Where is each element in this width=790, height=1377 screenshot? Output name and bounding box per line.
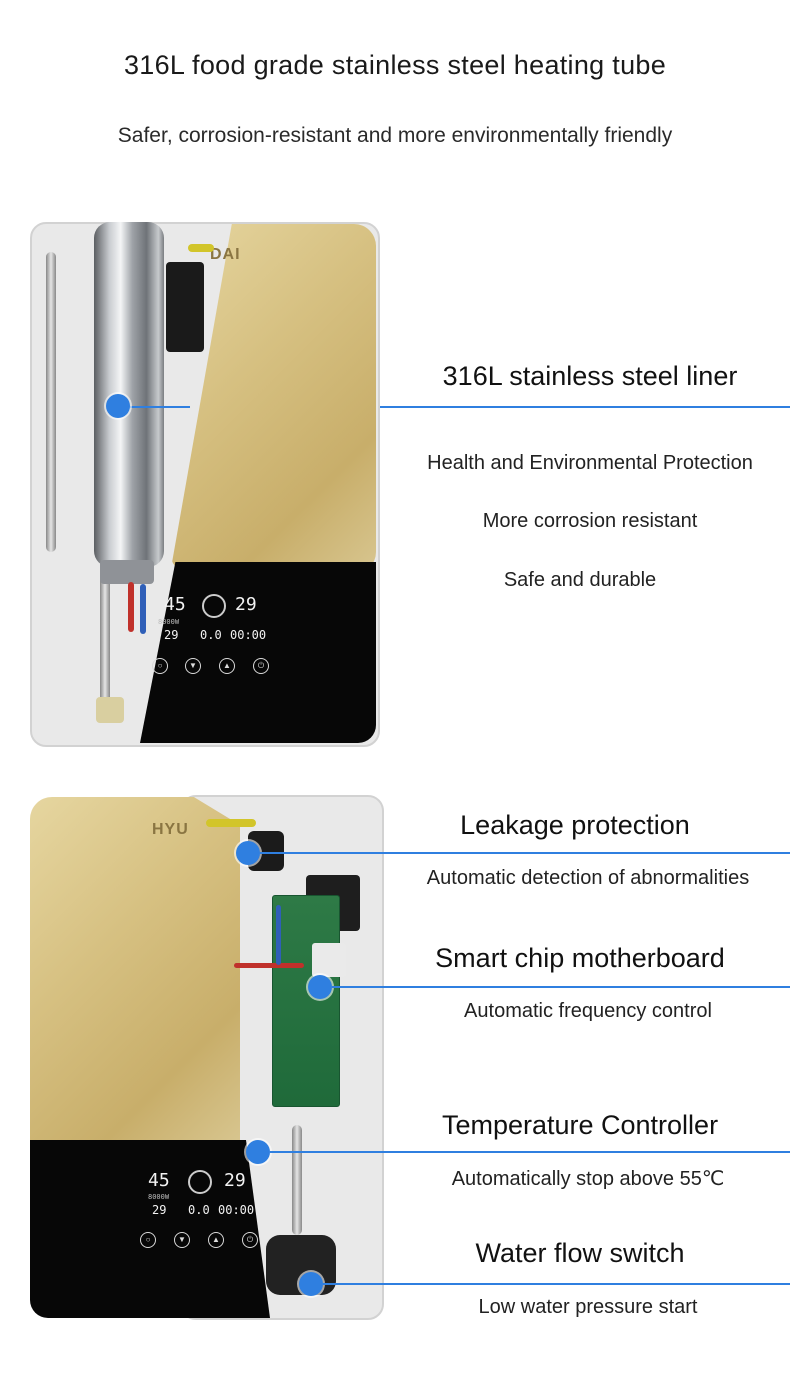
down-arrow-icon[interactable]: ▼ xyxy=(185,658,201,674)
callout-line-liner-right xyxy=(380,406,790,408)
yellow-green-wire-2 xyxy=(206,819,256,827)
callout-line-liner xyxy=(118,406,190,408)
black-control-panel xyxy=(140,562,376,743)
liner-point-3: Safe and durable xyxy=(503,569,657,591)
black-control-panel-2 xyxy=(30,1140,270,1318)
circle-icon-2[interactable]: ○ xyxy=(140,1232,156,1248)
liner-point-1: Health and Environmental Protection xyxy=(427,452,753,474)
display2-watts: 8000W xyxy=(148,1193,170,1201)
fan-icon xyxy=(202,594,226,618)
down-arrow-icon-2[interactable]: ▼ xyxy=(174,1232,190,1248)
yellow-green-wire xyxy=(188,244,214,252)
heater-image-2: HYU 45 29 8000W 29 0.0 00:00 ○ ▼ ▲ ⏻ xyxy=(30,795,385,1320)
desc-motherboard: Automatic frequency control xyxy=(464,1000,712,1022)
page-title: 316L food grade stainless steel heating … xyxy=(123,50,667,80)
brand-logo-2: HYU xyxy=(152,821,189,838)
display2-sub-mid: 0.0 xyxy=(188,1203,210,1217)
callout-line-flow xyxy=(323,1283,790,1285)
display2-temp-left: 45 xyxy=(148,1170,170,1191)
heater-image-1: DAI 45 29 8000W 29 0.0 00:00 ○ ▼ ▲ ⏻ xyxy=(30,222,380,747)
display-watts: 8000W xyxy=(158,618,180,626)
desc-flow: Low water pressure start xyxy=(478,1296,698,1318)
callout-dot-temperature xyxy=(246,1140,270,1164)
power-icon-2[interactable]: ⏻ xyxy=(242,1232,258,1248)
heading-liner: 316L stainless steel liner xyxy=(442,361,738,391)
up-arrow-icon[interactable]: ▲ xyxy=(219,658,235,674)
callout-dot-flow xyxy=(299,1272,323,1296)
callout-line-temperature xyxy=(270,1151,790,1153)
fan-icon-2 xyxy=(188,1170,212,1194)
display-temp-left: 45 xyxy=(164,594,186,615)
power-icon[interactable]: ⏻ xyxy=(253,658,269,674)
display-sub-mid: 0.0 xyxy=(200,628,222,642)
pipe-fitting xyxy=(96,697,124,723)
heading-leakage: Leakage protection xyxy=(460,810,690,840)
heading-motherboard: Smart chip motherboard xyxy=(435,943,725,973)
display2-sub-right: 00:00 xyxy=(218,1203,255,1217)
pcb-motherboard xyxy=(272,895,340,1107)
page-subtitle: Safer, corrosion-resistant and more envi… xyxy=(117,124,673,147)
callout-line-leakage xyxy=(260,852,790,854)
stainless-steel-heating-tube xyxy=(94,222,164,567)
display-temp-right: 29 xyxy=(235,594,257,615)
display2-temp-right: 29 xyxy=(224,1170,246,1191)
heading-flow: Water flow switch xyxy=(475,1238,685,1268)
tube-base xyxy=(100,560,154,584)
callout-line-motherboard xyxy=(332,986,790,988)
brand-logo: DAI xyxy=(210,246,241,263)
desc-leakage: Automatic detection of abnormalities xyxy=(426,867,750,889)
display-sub-right: 00:00 xyxy=(230,628,267,642)
gold-front-panel-2 xyxy=(30,797,240,1147)
blue-wire-2 xyxy=(276,905,281,965)
red-wire xyxy=(128,582,134,632)
circle-icon[interactable]: ○ xyxy=(152,658,168,674)
display2-sub-left: 29 xyxy=(152,1203,167,1217)
callout-dot-motherboard xyxy=(308,975,332,999)
outlet-pipe xyxy=(292,1125,302,1235)
water-pipe xyxy=(46,252,56,552)
terminal-block xyxy=(166,262,204,352)
water-pipe-lower xyxy=(100,552,110,702)
callout-dot-leakage xyxy=(236,841,260,865)
liner-point-2: More corrosion resistant xyxy=(482,510,698,532)
blue-wire xyxy=(140,584,146,634)
pcb-chip xyxy=(312,943,346,977)
display-sub-left: 29 xyxy=(164,628,179,642)
desc-temperature: Automatically stop above 55℃ xyxy=(451,1168,725,1190)
up-arrow-icon-2[interactable]: ▲ xyxy=(208,1232,224,1248)
callout-dot-liner xyxy=(106,394,130,418)
heading-temperature: Temperature Controller xyxy=(441,1110,719,1140)
red-wire-2 xyxy=(234,963,304,968)
